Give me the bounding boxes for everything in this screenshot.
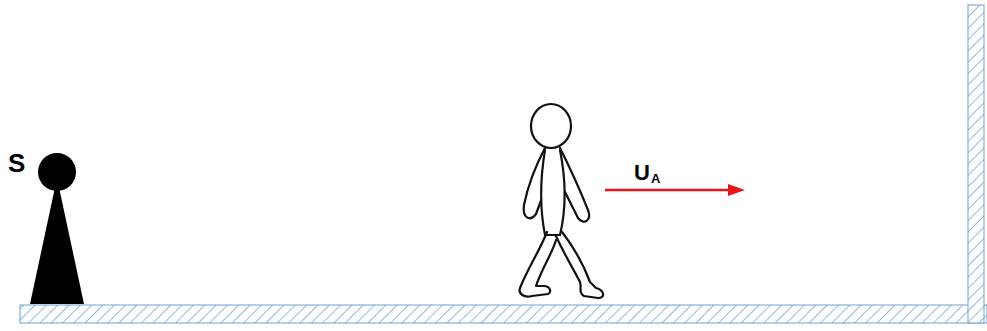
wall	[968, 5, 984, 323]
velocity-label: U	[634, 162, 650, 184]
velocity-arrow	[605, 184, 745, 196]
ground	[20, 305, 987, 323]
walking-person	[520, 104, 603, 298]
velocity-subscript: A	[651, 172, 660, 185]
sound-source	[30, 153, 84, 304]
point-label: S	[8, 150, 25, 176]
